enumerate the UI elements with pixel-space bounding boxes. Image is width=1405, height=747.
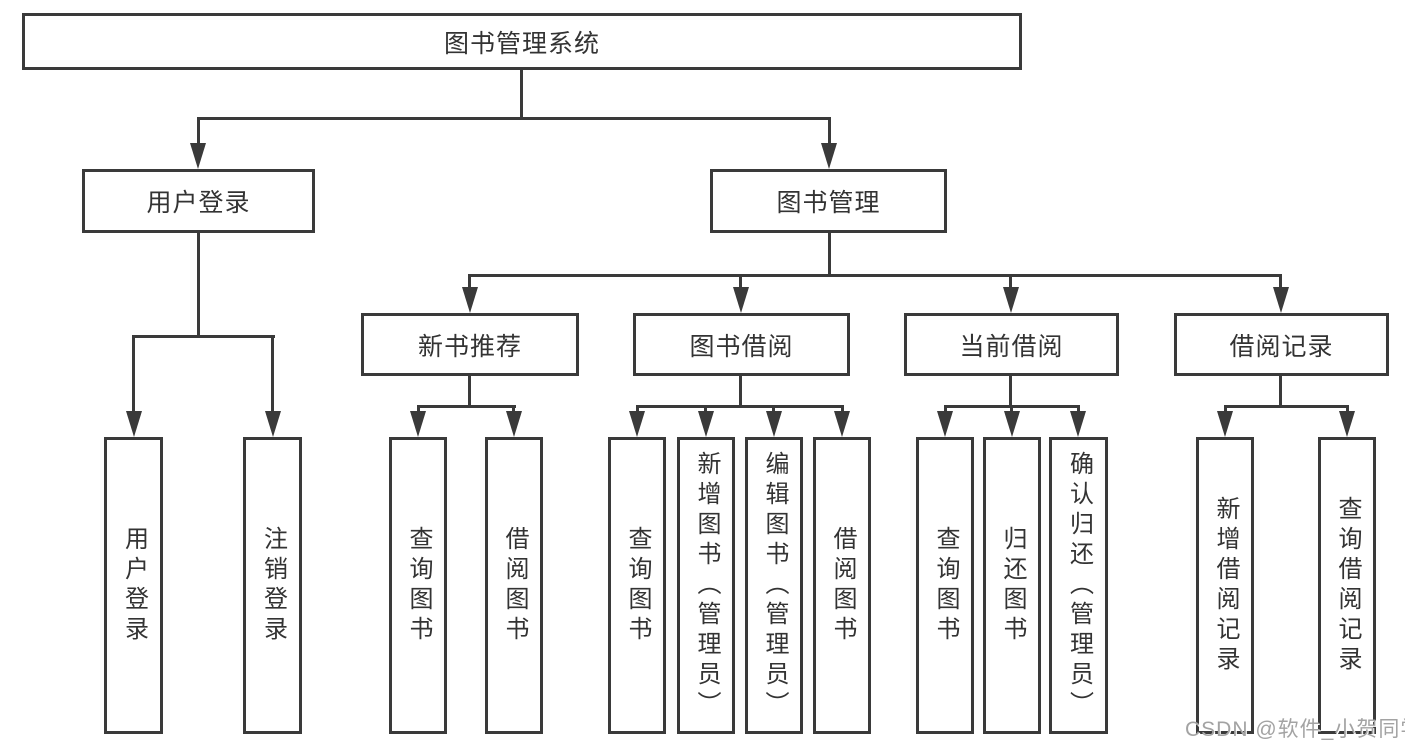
connector-rail xyxy=(468,274,1282,277)
node-query-books: 查询图书 xyxy=(608,437,666,734)
arrow-down-icon xyxy=(733,287,749,313)
node-new-book-recommendation: 新书推荐 xyxy=(361,313,579,376)
connector-drop xyxy=(636,405,639,415)
arrow-down-icon xyxy=(1070,411,1086,437)
arrow-down-icon xyxy=(1273,287,1289,313)
arrow-down-icon xyxy=(126,411,142,437)
connector-stem xyxy=(1009,375,1012,408)
connector-drop xyxy=(1279,274,1282,292)
arrow-down-icon xyxy=(462,287,478,313)
connector-drop xyxy=(704,405,707,415)
node-confirm-return-admin: 确认归还（管理员） xyxy=(1049,437,1108,734)
node-user-login: 用户登录 xyxy=(82,169,315,233)
node-label: 归还图书 xyxy=(999,525,1026,646)
node-query-books: 查询图书 xyxy=(389,437,447,734)
connector-rail xyxy=(197,117,831,120)
node-borrowing-records: 借阅记录 xyxy=(1174,313,1389,376)
node-label: 查询图书 xyxy=(405,525,432,646)
node-label: 确认归还（管理员） xyxy=(1065,450,1093,721)
node-borrow-books: 借阅图书 xyxy=(485,437,543,734)
connector-drop xyxy=(197,117,200,149)
connector-drop xyxy=(828,117,831,149)
node-label: 图书管理系统 xyxy=(443,29,600,58)
connector-drop xyxy=(417,405,420,415)
connector-drop xyxy=(1224,405,1227,415)
connector-drop xyxy=(1077,405,1080,415)
connector-drop xyxy=(1346,405,1349,415)
node-label: 新增借阅记录 xyxy=(1212,495,1239,676)
connector-rail xyxy=(636,405,844,408)
node-query-borrow-record: 查询借阅记录 xyxy=(1318,437,1376,734)
node-user-login-leaf: 用户登录 xyxy=(104,437,163,734)
arrow-down-icon xyxy=(698,411,714,437)
node-book-management: 图书管理 xyxy=(710,169,947,233)
arrow-down-icon xyxy=(834,411,850,437)
arrow-down-icon xyxy=(190,143,206,169)
arrow-down-icon xyxy=(629,411,645,437)
node-return-books: 归还图书 xyxy=(983,437,1041,734)
node-label: 查询借阅记录 xyxy=(1334,495,1361,676)
connector-drop xyxy=(841,405,844,415)
node-library-management-system: 图书管理系统 xyxy=(22,13,1022,70)
connector-drop xyxy=(512,405,515,415)
node-edit-books-admin: 编辑图书（管理员） xyxy=(745,437,803,734)
node-label: 注销登录 xyxy=(259,525,287,646)
node-query-books: 查询图书 xyxy=(916,437,974,734)
node-label: 用户登录 xyxy=(120,525,148,646)
node-book-borrowing: 图书借阅 xyxy=(633,313,850,376)
node-label: 借阅图书 xyxy=(501,525,528,646)
node-add-borrow-record: 新增借阅记录 xyxy=(1196,437,1254,734)
arrow-down-icon xyxy=(1217,411,1233,437)
connector-rail xyxy=(132,335,275,338)
arrow-down-icon xyxy=(410,411,426,437)
node-label: 新增图书（管理员） xyxy=(693,450,720,721)
arrow-down-icon xyxy=(1004,411,1020,437)
node-label: 新书推荐 xyxy=(417,332,522,361)
connector-drop xyxy=(739,274,742,292)
node-add-books-admin: 新增图书（管理员） xyxy=(677,437,735,734)
node-label: 当前借阅 xyxy=(959,332,1064,361)
connector-drop xyxy=(271,335,274,415)
node-label: 查询图书 xyxy=(932,525,959,646)
connector-drop xyxy=(772,405,775,415)
connector-drop xyxy=(132,335,135,415)
arrow-down-icon xyxy=(1339,411,1355,437)
connector-rail xyxy=(1224,405,1348,408)
node-label: 编辑图书（管理员） xyxy=(761,450,788,721)
arrow-down-icon xyxy=(937,411,953,437)
arrow-down-icon xyxy=(766,411,782,437)
node-label: 借阅图书 xyxy=(829,525,856,646)
connector-stem xyxy=(197,232,200,338)
arrow-down-icon xyxy=(821,143,837,169)
connector-stem xyxy=(1279,375,1282,408)
connector-stem xyxy=(468,375,471,408)
arrow-down-icon xyxy=(265,411,281,437)
connector-stem xyxy=(520,69,523,119)
node-label: 图书借阅 xyxy=(689,332,794,361)
node-current-borrowing: 当前借阅 xyxy=(904,313,1119,376)
connector-stem xyxy=(828,232,831,276)
node-label: 用户登录 xyxy=(146,189,251,217)
csdn-watermark: CSDN @软件_小贺同学 xyxy=(1185,718,1405,741)
node-borrow-books: 借阅图书 xyxy=(813,437,871,734)
connector-rail xyxy=(417,405,516,408)
connector-drop xyxy=(1009,274,1012,292)
connector-drop xyxy=(468,274,471,292)
node-label: 图书管理 xyxy=(776,189,881,217)
node-label: 借阅记录 xyxy=(1229,332,1334,361)
arrow-down-icon xyxy=(1003,287,1019,313)
connector-stem xyxy=(739,375,742,408)
connector-drop xyxy=(944,405,947,415)
node-label: 查询图书 xyxy=(624,525,651,646)
arrow-down-icon xyxy=(506,411,522,437)
node-logout: 注销登录 xyxy=(243,437,302,734)
connector-drop xyxy=(1010,405,1013,415)
